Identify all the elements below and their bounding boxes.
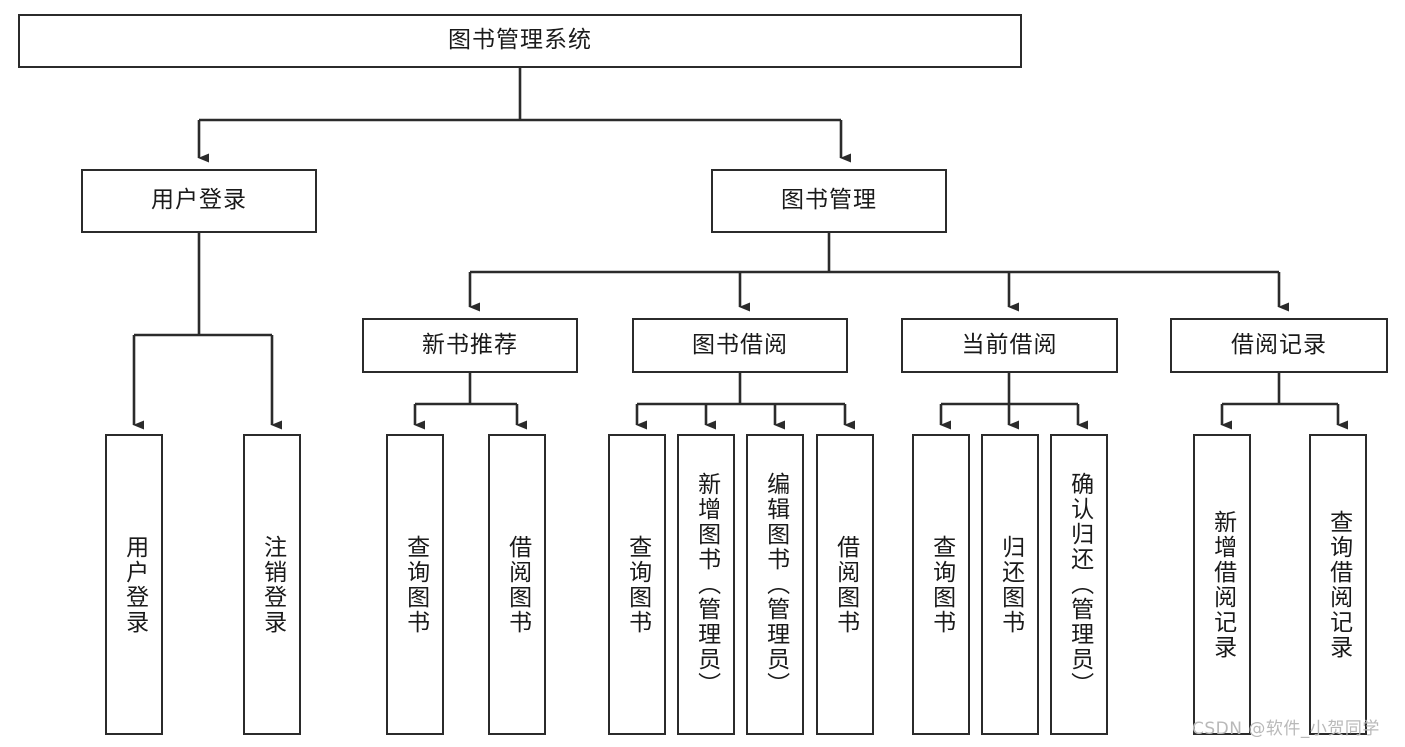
leaf-user-login[interactable]: 用户登录	[105, 434, 163, 735]
node-label: 当前借阅	[961, 331, 1058, 358]
node-label: 确认归还（管理员）	[1066, 472, 1093, 697]
node-label: 借阅记录	[1231, 331, 1327, 358]
node-book-management[interactable]: 图书管理	[711, 169, 947, 233]
node-label: 图书借阅	[692, 331, 788, 358]
node-book-borrowing[interactable]: 图书借阅	[632, 318, 848, 373]
node-label: 用户登录	[121, 534, 148, 635]
node-label: 注销登录	[259, 534, 286, 635]
leaf-query-borrow-record[interactable]: 查询借阅记录	[1309, 434, 1367, 735]
node-label: 用户登录	[151, 187, 247, 214]
node-label: 新增借阅记录	[1209, 509, 1236, 660]
node-label: 编辑图书（管理员）	[762, 472, 789, 697]
node-label: 查询图书	[928, 534, 955, 635]
leaf-add-book-admin[interactable]: 新增图书（管理员）	[677, 434, 735, 735]
node-label: 新书推荐	[422, 331, 518, 358]
leaf-query-book-new-rec[interactable]: 查询图书	[386, 434, 444, 735]
leaf-query-book-borrow[interactable]: 查询图书	[608, 434, 666, 735]
node-root-book-management-system[interactable]: 图书管理系统	[18, 14, 1022, 68]
node-user-login[interactable]: 用户登录	[81, 169, 317, 233]
leaf-borrow-book-new-rec[interactable]: 借阅图书	[488, 434, 546, 735]
node-new-book-recommendation[interactable]: 新书推荐	[362, 318, 578, 373]
leaf-confirm-return-admin[interactable]: 确认归还（管理员）	[1050, 434, 1108, 735]
leaf-return-book[interactable]: 归还图书	[981, 434, 1039, 735]
node-label: 查询图书	[402, 534, 429, 635]
leaf-query-book-current[interactable]: 查询图书	[912, 434, 970, 735]
node-label: 图书管理系统	[448, 27, 592, 54]
node-borrow-record[interactable]: 借阅记录	[1170, 318, 1388, 373]
node-label: 查询借阅记录	[1325, 509, 1352, 660]
leaf-edit-book-admin[interactable]: 编辑图书（管理员）	[746, 434, 804, 735]
node-label: 归还图书	[997, 534, 1024, 635]
leaf-add-borrow-record[interactable]: 新增借阅记录	[1193, 434, 1251, 735]
node-label: 借阅图书	[832, 534, 859, 635]
leaf-borrow-book[interactable]: 借阅图书	[816, 434, 874, 735]
watermark: CSDN @软件_小贺同学	[1192, 719, 1380, 739]
leaf-logout[interactable]: 注销登录	[243, 434, 301, 735]
node-label: 借阅图书	[504, 534, 531, 635]
node-label: 图书管理	[781, 187, 877, 214]
node-label: 查询图书	[624, 534, 651, 635]
node-label: 新增图书（管理员）	[693, 472, 720, 697]
node-current-borrowing[interactable]: 当前借阅	[901, 318, 1118, 373]
